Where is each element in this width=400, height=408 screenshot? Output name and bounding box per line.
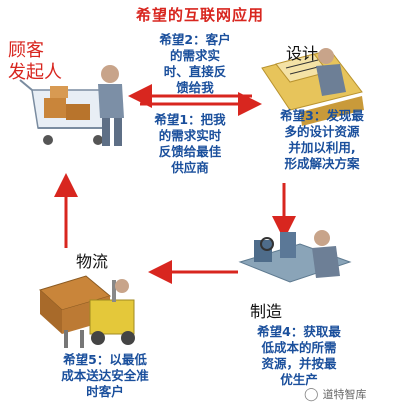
node-design-label: 设计 — [286, 44, 319, 63]
hope-5-text: 希望5：以最低成本送达安全准时客户 — [61, 352, 149, 399]
hope-1-text: 希望1：把我的需求实时反馈给最佳供应商 — [154, 112, 226, 175]
node-customer-label: 顾客 发起人 — [8, 40, 62, 83]
chat-bubble-icon: ◯ — [304, 386, 319, 402]
hope-4-text: 希望4：获取最低成本的所需资源，并按最优生产 — [257, 324, 341, 387]
forklift-illustration — [39, 275, 135, 348]
watermark-text: 道特智库 — [322, 388, 367, 401]
manufacturing-illustration — [238, 230, 352, 283]
flow-arrows — [54, 84, 296, 284]
designer-illustration — [261, 48, 364, 126]
hope-2-text: 希望2：客户的需求实时、直接反馈给我 — [159, 32, 231, 95]
node-manufacturing-label: 制造 — [250, 302, 283, 321]
diagram-title: 希望的互联网应用 — [135, 6, 264, 24]
watermark: ◯ 道特智库 — [304, 386, 367, 402]
customer-cart-illustration — [19, 65, 124, 146]
node-logistics-label: 物流 — [76, 252, 109, 271]
hope-3-text: 希望3：发现最多的设计资源并加以利用,形成解决方案 — [280, 108, 364, 171]
